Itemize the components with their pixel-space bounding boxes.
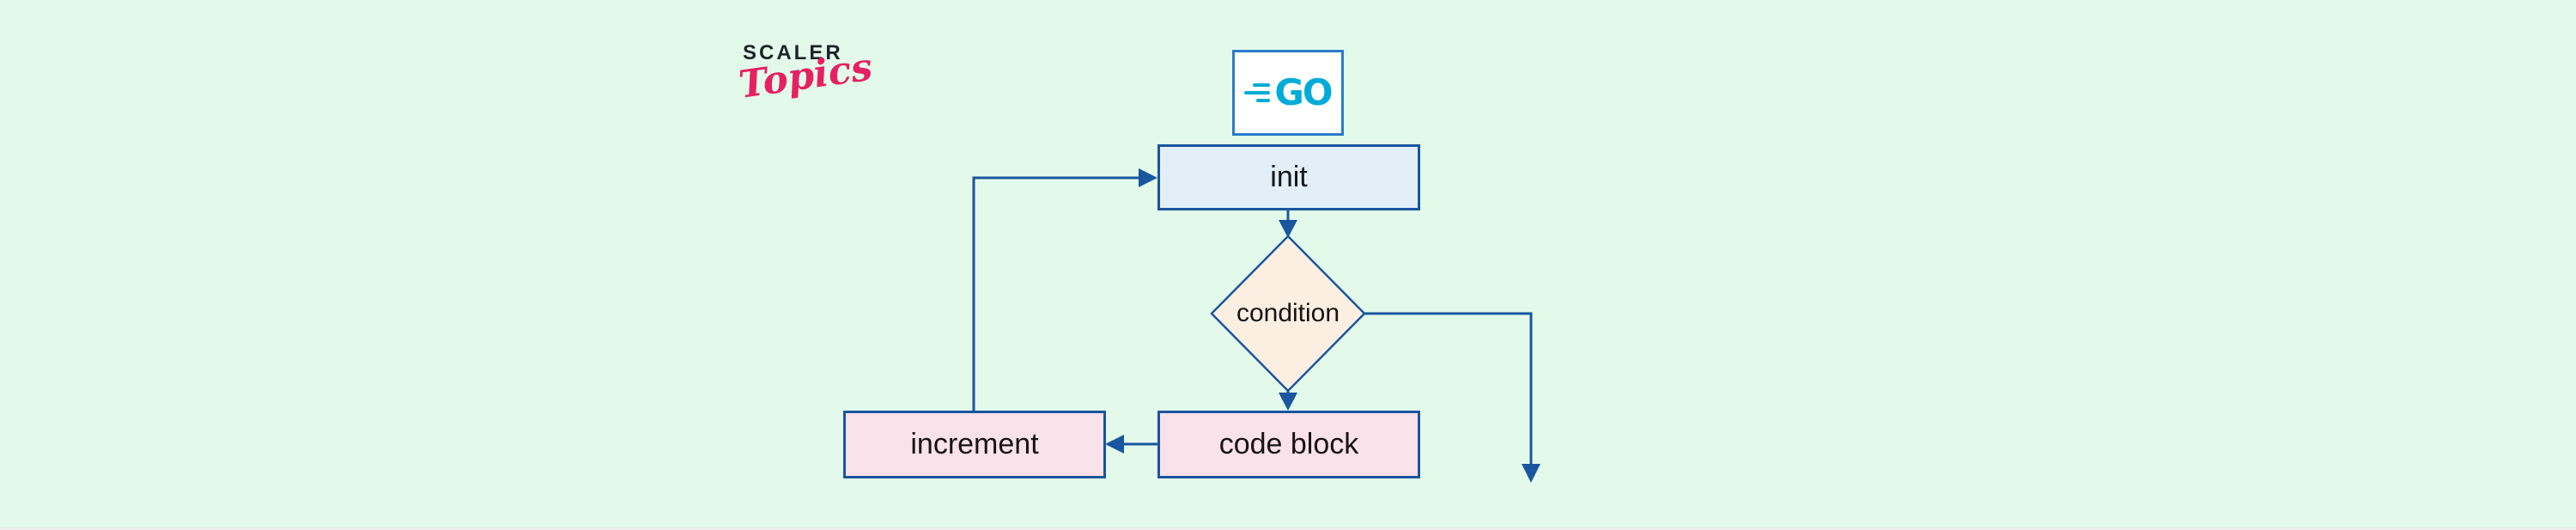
go-speed-lines-icon bbox=[1244, 83, 1271, 102]
node-init-label: init bbox=[1270, 161, 1308, 193]
node-increment: increment bbox=[843, 411, 1106, 478]
node-code-block: code block bbox=[1157, 411, 1420, 478]
go-logo-box: GO bbox=[1232, 50, 1344, 136]
arrowhead-condition-exit bbox=[1522, 464, 1540, 483]
node-increment-label: increment bbox=[910, 428, 1039, 460]
arrowhead-increment-to-init bbox=[1139, 168, 1157, 187]
node-condition-label: condition bbox=[1236, 299, 1340, 327]
brand-scaler-text: SCALER bbox=[743, 41, 843, 64]
go-logo-text: GO bbox=[1274, 71, 1333, 113]
node-init: init bbox=[1157, 144, 1420, 210]
edge-increment-to-init bbox=[972, 176, 1140, 411]
arrowhead-codeblock-to-increment bbox=[1105, 435, 1124, 454]
node-code-block-label: code block bbox=[1218, 428, 1359, 460]
scaler-topics-logo: SCALER Topics bbox=[736, 41, 875, 107]
image-bottom-edge bbox=[0, 527, 2576, 530]
arrowhead-condition-to-codeblock bbox=[1279, 393, 1297, 411]
arrowhead-init-to-condition bbox=[1279, 220, 1297, 238]
